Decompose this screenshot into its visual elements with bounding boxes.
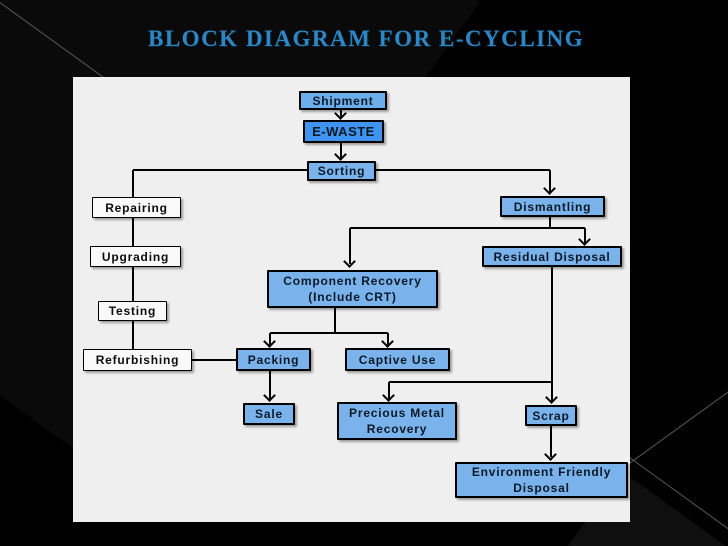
node-upgrading: Upgrading — [90, 246, 181, 267]
connector-line — [387, 333, 389, 345]
connector-line — [269, 371, 271, 399]
connector-line — [376, 169, 550, 171]
node-sorting: Sorting — [307, 161, 376, 181]
connector-line — [340, 108, 342, 118]
node-dismantling: Dismantling — [500, 196, 605, 217]
connector-line — [584, 228, 586, 243]
node-captive-use: Captive Use — [345, 348, 450, 371]
node-shipment: Shipment — [299, 91, 387, 110]
connector-line — [389, 381, 553, 383]
connector-line — [550, 426, 552, 457]
connector-line — [549, 170, 551, 193]
connector-line — [549, 217, 551, 229]
node-e-waste: E-WASTE — [303, 120, 384, 143]
connector-line — [388, 382, 390, 399]
connector-line — [350, 227, 585, 229]
connector-line — [133, 169, 307, 171]
node-repairing: Repairing — [92, 197, 181, 218]
connector-line — [340, 142, 342, 159]
node-residual-disposal: Residual Disposal — [482, 246, 622, 267]
node-refurbishing: Refurbishing — [83, 349, 192, 371]
connector-line — [349, 228, 351, 264]
connector-line — [132, 267, 134, 301]
connector-line — [192, 359, 236, 361]
connector-line — [551, 382, 553, 401]
connector-line — [132, 218, 134, 247]
connector-line — [132, 321, 134, 349]
node-scrap: Scrap — [525, 405, 577, 426]
node-component-recovery: Component Recovery(Include CRT) — [267, 270, 438, 308]
slide-title: Block Diagram for E-Cycling — [148, 26, 584, 51]
connector-line — [551, 267, 553, 383]
node-testing: Testing — [98, 301, 167, 321]
connector-line — [269, 333, 271, 345]
node-packing: Packing — [236, 348, 311, 371]
connector-line — [270, 332, 388, 334]
connector-line — [334, 308, 336, 334]
connector-line — [132, 170, 134, 197]
node-sale: Sale — [243, 403, 295, 425]
